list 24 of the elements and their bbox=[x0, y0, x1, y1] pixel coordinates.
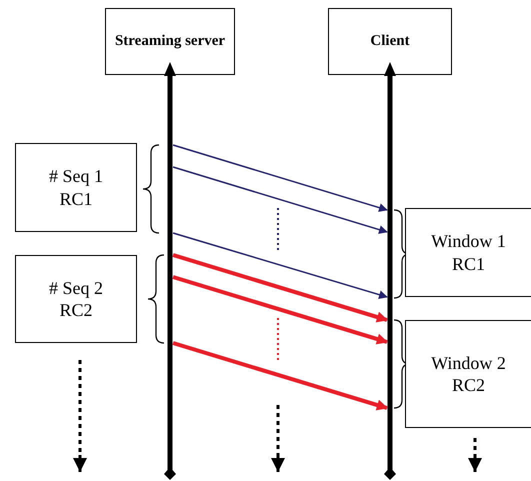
label-box bbox=[405, 208, 531, 297]
box-text: RC2 bbox=[59, 299, 92, 322]
actor-box bbox=[105, 8, 235, 75]
box-text: # Seq 2 bbox=[49, 276, 103, 299]
message-arrow bbox=[172, 253, 388, 322]
box-text: # Seq 1 bbox=[49, 165, 103, 188]
message-arrow bbox=[172, 275, 388, 344]
message-arrow bbox=[172, 341, 388, 410]
box-text: Client bbox=[370, 32, 410, 51]
box-text: Streaming server bbox=[114, 32, 226, 51]
label-box bbox=[15, 255, 137, 343]
box-text: Window 2 bbox=[431, 352, 506, 374]
box-text: RC1 bbox=[452, 252, 485, 275]
lifeline-bar bbox=[164, 62, 176, 480]
message-arrow bbox=[172, 144, 388, 212]
label-box bbox=[405, 320, 531, 428]
actor-box bbox=[328, 8, 452, 75]
lifeline-bar bbox=[384, 62, 396, 480]
label-box bbox=[15, 143, 137, 232]
box-text: RC2 bbox=[452, 374, 485, 396]
box-text: RC1 bbox=[59, 188, 92, 210]
message-arrow bbox=[172, 166, 388, 234]
message-arrow bbox=[172, 232, 388, 299]
box-text: Window 1 bbox=[431, 230, 506, 252]
